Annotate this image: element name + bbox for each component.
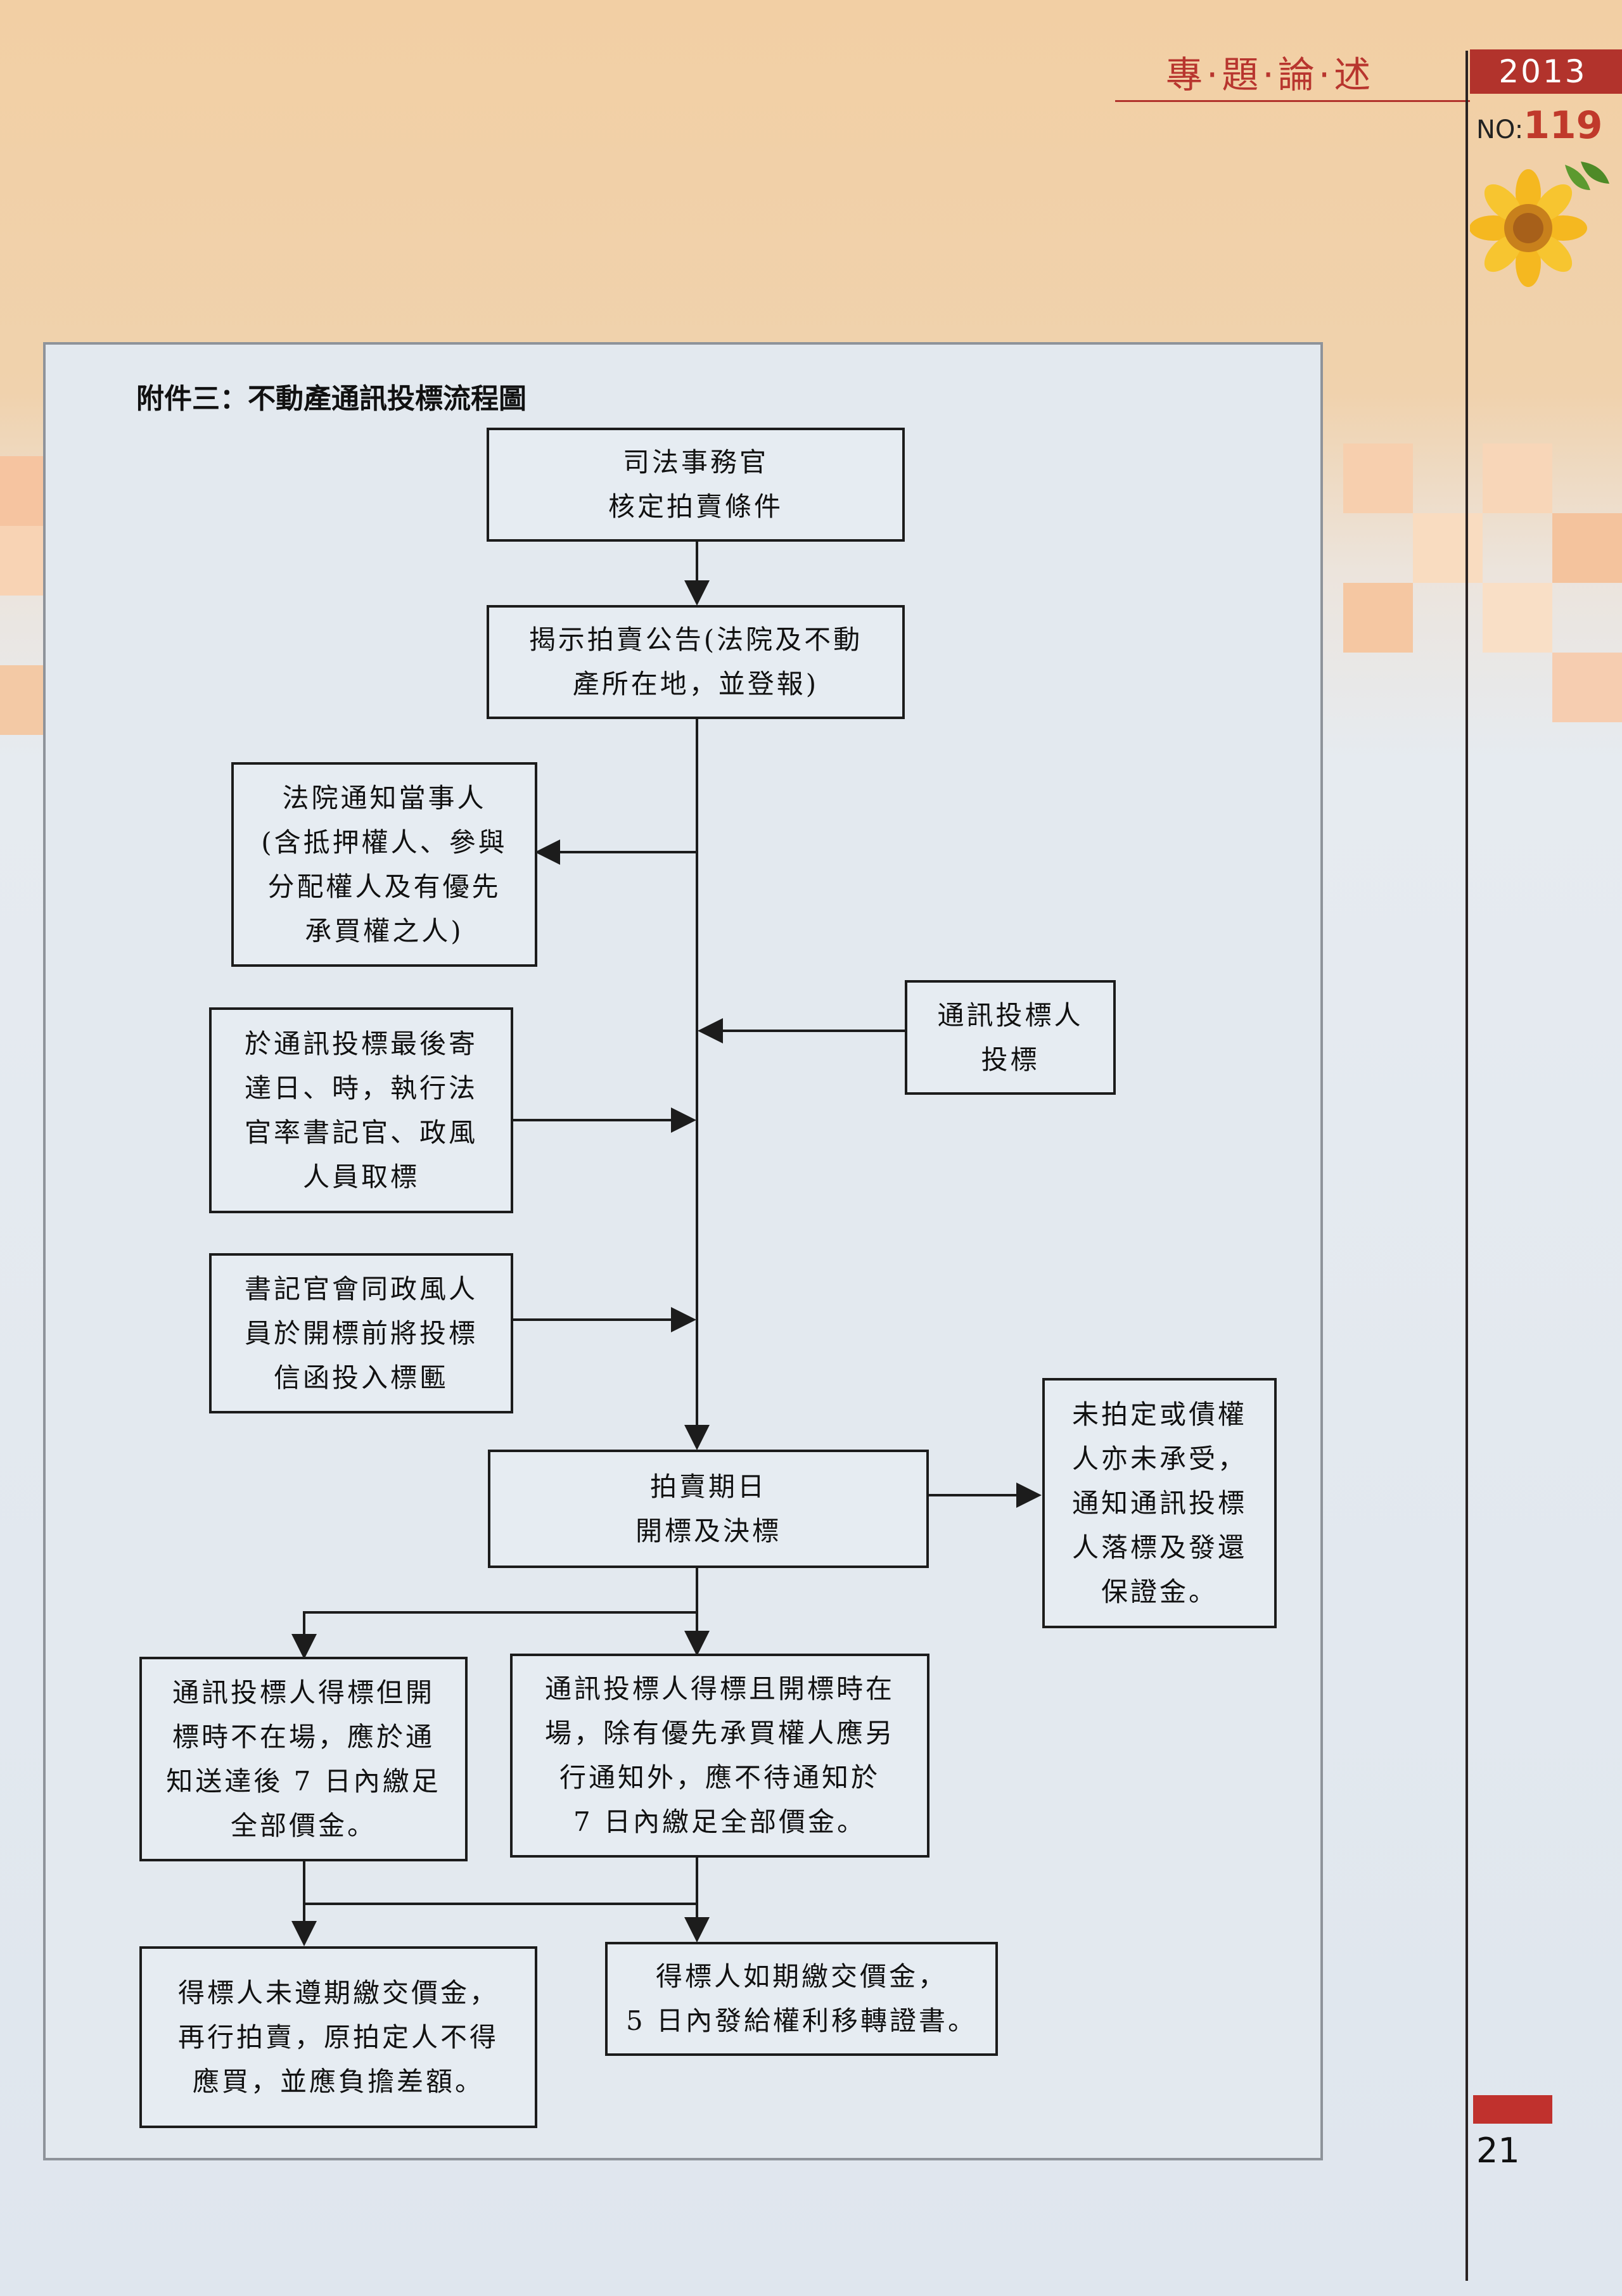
page-number: 21 <box>1476 2131 1520 2171</box>
node-n3: 法院通知當事人 (含抵押權人、參與 分配權人及有優先 承買權之人) <box>231 762 537 967</box>
issue-label: NO: <box>1476 115 1524 144</box>
node-n9: 通訊投標人得標但開 標時不在場，應於通 知送達後 7 日內繳足 全部價金。 <box>139 1657 468 1861</box>
decor-square <box>1552 513 1622 583</box>
node-n11: 得標人未遵期繳交價金， 再行拍賣，原拍定人不得 應買，並應負擔差額。 <box>139 1946 537 2128</box>
node-n7: 拍賣期日 開標及決標 <box>488 1450 929 1568</box>
year-label: 2013 <box>1498 53 1587 90</box>
edge-n7-n9 <box>291 1611 697 1659</box>
sunflower-icon <box>1470 162 1609 287</box>
node-n8: 未拍定或債權 人亦未承受， 通知通訊投標 人落標及發還 保證金。 <box>1042 1378 1277 1628</box>
node-n2: 揭示拍賣公告(法院及不動 產所在地，並登報) <box>487 605 905 719</box>
node-n10: 通訊投標人得標且開標時在 場，除有優先承買權人應另 行通知外，應不待通知於 7 … <box>510 1654 929 1858</box>
decor-square <box>1413 513 1483 583</box>
diagram-title: 附件三：不動產通訊投標流程圖 <box>136 383 527 415</box>
issue-number: NO:119 <box>1476 100 1622 151</box>
page-number-bar <box>1473 2095 1552 2124</box>
decor-square <box>1552 653 1622 722</box>
decor-square <box>1343 443 1413 513</box>
issue-value: 119 <box>1523 103 1603 148</box>
node-n1: 司法事務官 核定拍賣條件 <box>487 428 905 542</box>
node-n4: 通訊投標人 投標 <box>905 980 1116 1095</box>
section-title: 專·題·論·述 <box>1166 53 1375 96</box>
header-rule <box>1115 100 1470 102</box>
node-n6: 書記官會同政風人 員於開標前將投標 信函投入標匭 <box>209 1253 513 1413</box>
year-badge <box>1470 49 1622 94</box>
node-n12: 得標人如期繳交價金， 5 日內發給權利移轉證書。 <box>605 1942 998 2056</box>
decor-square <box>1343 583 1413 653</box>
vertical-rule <box>1466 51 1468 2281</box>
decor-square <box>1483 443 1552 513</box>
decor-square <box>1483 583 1552 653</box>
node-n5: 於通訊投標最後寄 達日、時，執行法 官率書記官、政風 人員取標 <box>209 1007 513 1213</box>
